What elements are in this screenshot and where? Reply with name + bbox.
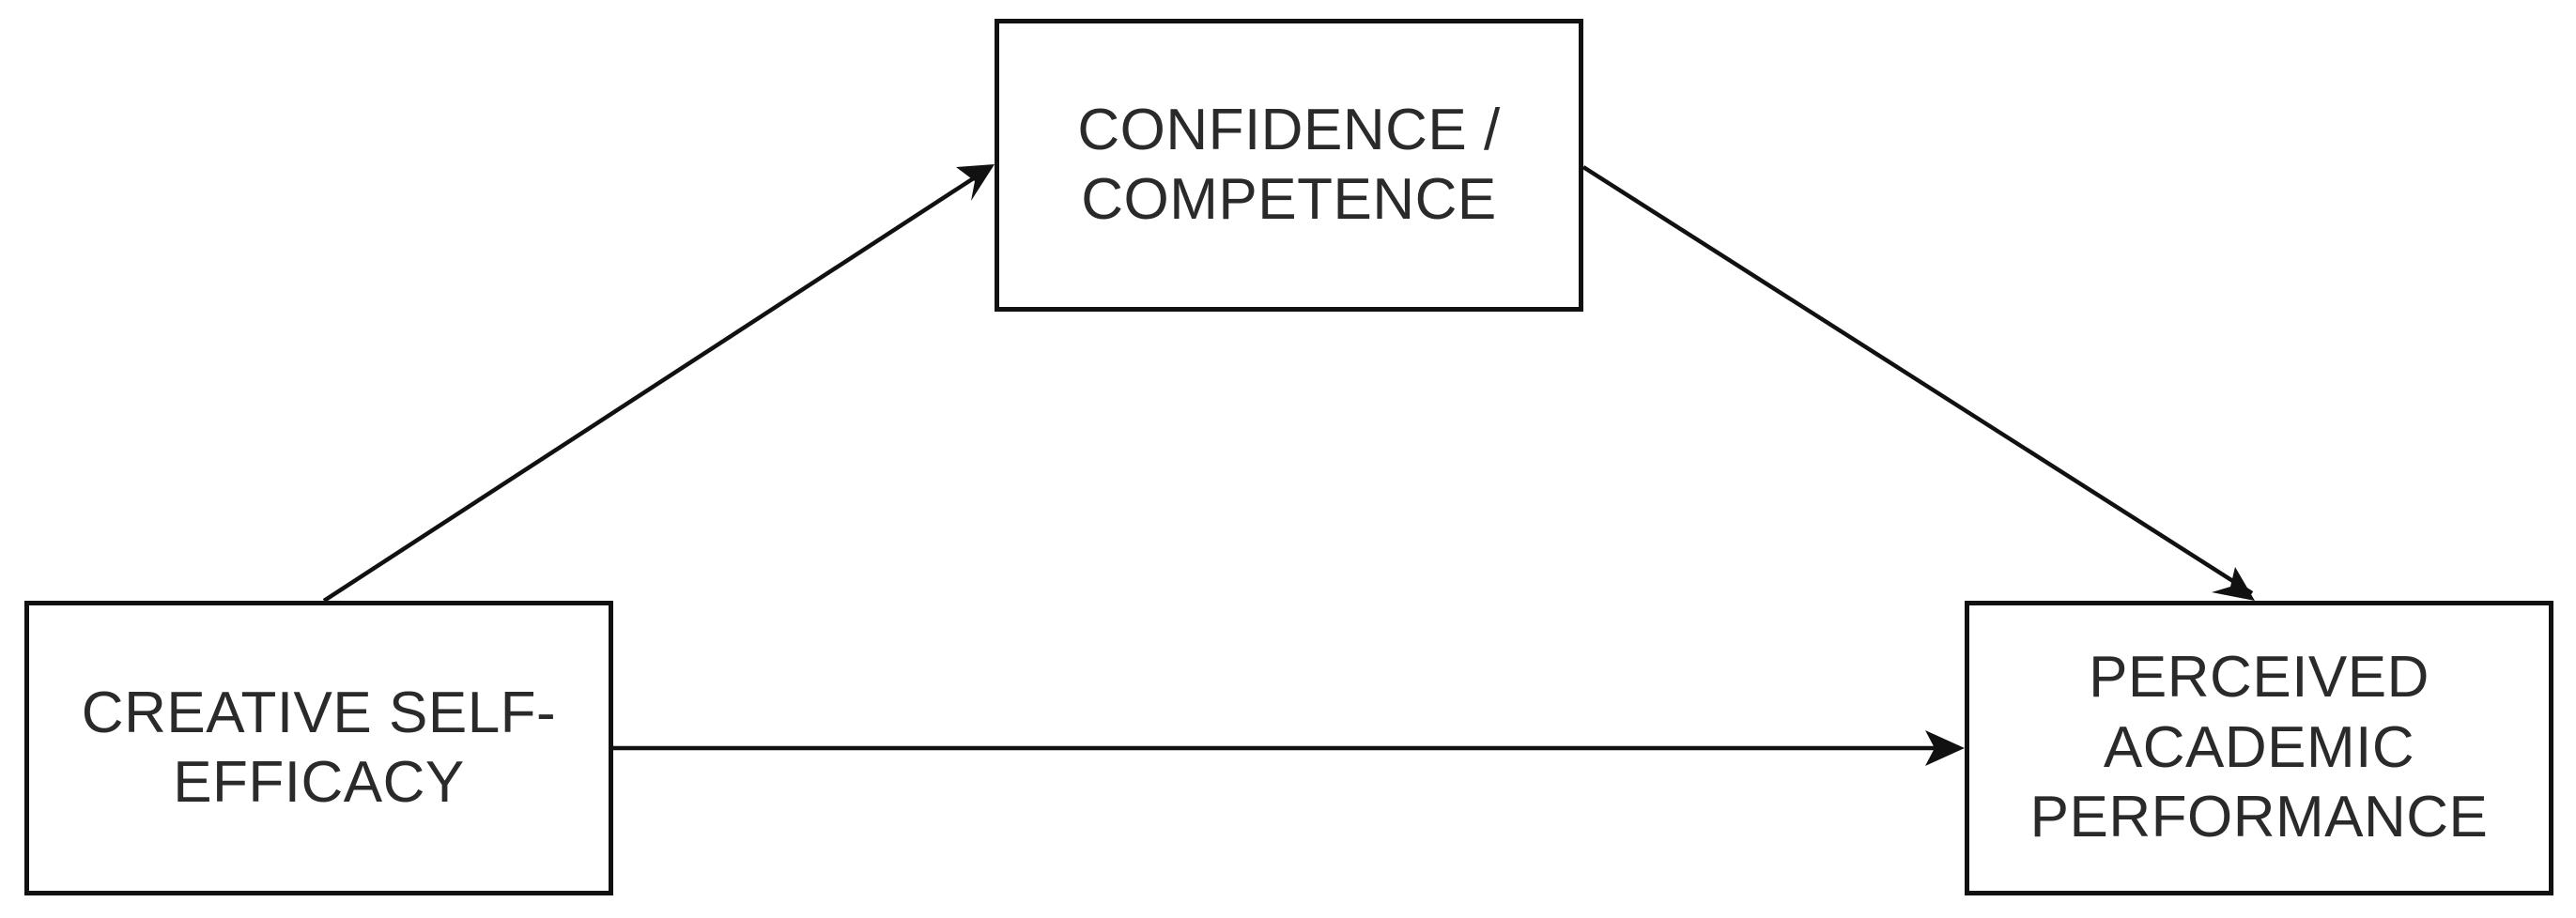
node-creative-self-efficacy: CREATIVE SELF- EFFICACY (24, 601, 613, 895)
node-label-perceived-academic-performance: PERCEIVED ACADEMIC PERFORMANCE (2029, 645, 2489, 850)
arrowhead-creative-to-confidence (956, 164, 995, 201)
node-label-creative-self-efficacy: CREATIVE SELF- EFFICACY (81, 680, 557, 815)
arrowhead-confidence-to-perceived (2212, 567, 2255, 601)
arrow-creative-to-confidence (322, 165, 993, 603)
node-perceived-academic-performance: PERCEIVED ACADEMIC PERFORMANCE (1965, 601, 2553, 895)
arrow-confidence-to-perceived (1581, 165, 2254, 595)
arrowhead-creative-to-perceived (1925, 730, 1965, 766)
node-confidence-competence: CONFIDENCE / COMPETENCE (995, 19, 1583, 312)
node-label-confidence-competence: CONFIDENCE / COMPETENCE (1077, 97, 1501, 232)
